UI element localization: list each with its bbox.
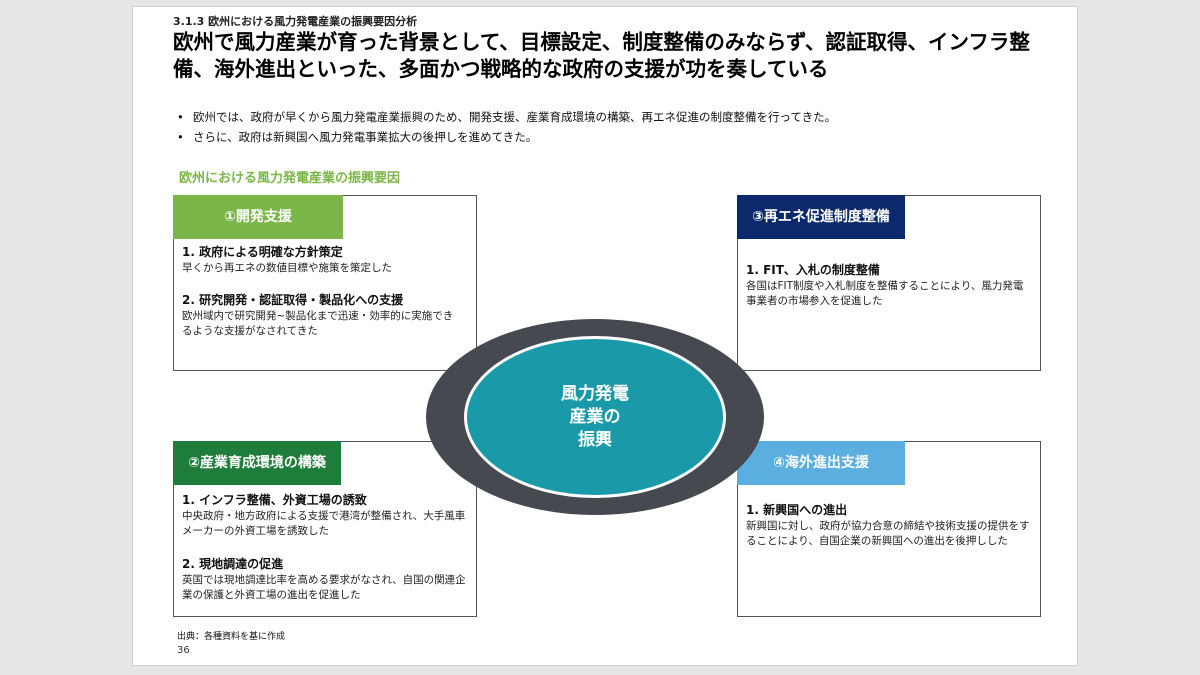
headline: 欧州で風力産業が育った背景として、目標設定、制度整備のみならず、認証取得、インフ… (173, 30, 1030, 81)
item-detail: 各国はFIT制度や入札制度を整備することにより、風力発電事業者の市場参入を促進し… (746, 280, 1024, 307)
item-detail: 英国では現地調達比率を高める要求がなされ、自国の関連企業の保護と外資工場の進出を… (182, 574, 466, 601)
item-detail: 新興国に対し、政府が協力合意の締結や技術支援の提供をすることにより、自国企業の新… (746, 520, 1030, 547)
source-note: 出典：各種資料を基に作成 (177, 632, 286, 642)
tab-label: ③再エネ促進制度整備 (752, 209, 890, 225)
center-label: 風力発電 産業の 振興 (561, 383, 629, 450)
slide: 3.1.3 欧州における風力発電産業の振興要因分析 欧州で風力産業が育った背景と… (132, 6, 1078, 666)
page-number: 36 (177, 645, 190, 656)
item-detail: 欧州域内で研究開発~製品化まで迅速・効率的に実施できるような支援がなされてきた (182, 310, 454, 337)
tab-overseas-support: ④海外進出支援 (737, 441, 905, 485)
box-item: 2. 現地調達の促進 英国では現地調達比率を高める要求がなされ、自国の関連企業の… (182, 556, 467, 603)
box-renewable-policy: ③再エネ促進制度整備 1. FIT、入札の制度整備 各国はFIT制度や入札制度を… (737, 195, 1041, 371)
figure-title: 欧州における風力発電産業の振興要因 (179, 171, 401, 186)
box-item: 1. 新興国への進出 新興国に対し、政府が協力合意の締結や技術支援の提供をするこ… (746, 502, 1034, 549)
bullet-list: 欧州では、政府が早くから風力発電産業振興のため、開発支援、産業育成環境の構築、再… (177, 109, 1057, 149)
tab-label: ①開発支援 (224, 209, 292, 225)
box-industry-environment: ②産業育成環境の構築 1. インフラ整備、外資工場の誘致 中央政府・地方政府によ… (173, 441, 477, 617)
box-item: 1. 政府による明確な方針策定 早くから再エネの数値目標や施策を策定した (182, 244, 470, 276)
bullet-item: 欧州では、政府が早くから風力発電産業振興のため、開発支援、産業育成環境の構築、再… (177, 109, 1057, 125)
item-detail: 早くから再エネの数値目標や施策を策定した (182, 262, 392, 274)
item-heading: 2. 研究開発・認証取得・製品化への支援 (182, 293, 404, 307)
section-label: 3.1.3 欧州における風力発電産業の振興要因分析 (173, 15, 418, 28)
item-heading: 1. 政府による明確な方針策定 (182, 245, 343, 259)
tab-label: ②産業育成環境の構築 (188, 455, 326, 471)
item-detail: 中央政府・地方政府による支援で港湾が整備され、大手風車メーカーの外資工場を誘致し… (182, 510, 466, 537)
tab-renewable-policy: ③再エネ促進制度整備 (737, 195, 905, 239)
box-item: 1. FIT、入札の制度整備 各国はFIT制度や入札制度を整備することにより、風… (746, 262, 1026, 309)
box-development-support: ①開発支援 1. 政府による明確な方針策定 早くから再エネの数値目標や施策を策定… (173, 195, 477, 371)
box-item: 1. インフラ整備、外資工場の誘致 中央政府・地方政府による支援で港湾が整備され… (182, 492, 467, 539)
bullet-item: さらに、政府は新興国へ風力発電事業拡大の後押しを進めてきた。 (177, 129, 1057, 145)
box-overseas-support: ④海外進出支援 1. 新興国への進出 新興国に対し、政府が協力合意の締結や技術支… (737, 441, 1041, 617)
item-heading: 1. 新興国への進出 (746, 503, 848, 517)
tab-label: ④海外進出支援 (773, 455, 869, 471)
item-heading: 1. FIT、入札の制度整備 (746, 263, 880, 277)
tab-industry-environment: ②産業育成環境の構築 (173, 441, 341, 485)
item-heading: 1. インフラ整備、外資工場の誘致 (182, 493, 367, 507)
tab-development-support: ①開発支援 (173, 195, 343, 239)
item-heading: 2. 現地調達の促進 (182, 557, 284, 571)
center-ellipse: 風力発電 産業の 振興 (464, 336, 726, 498)
box-item: 2. 研究開発・認証取得・製品化への支援 欧州域内で研究開発~製品化まで迅速・効… (182, 292, 462, 339)
